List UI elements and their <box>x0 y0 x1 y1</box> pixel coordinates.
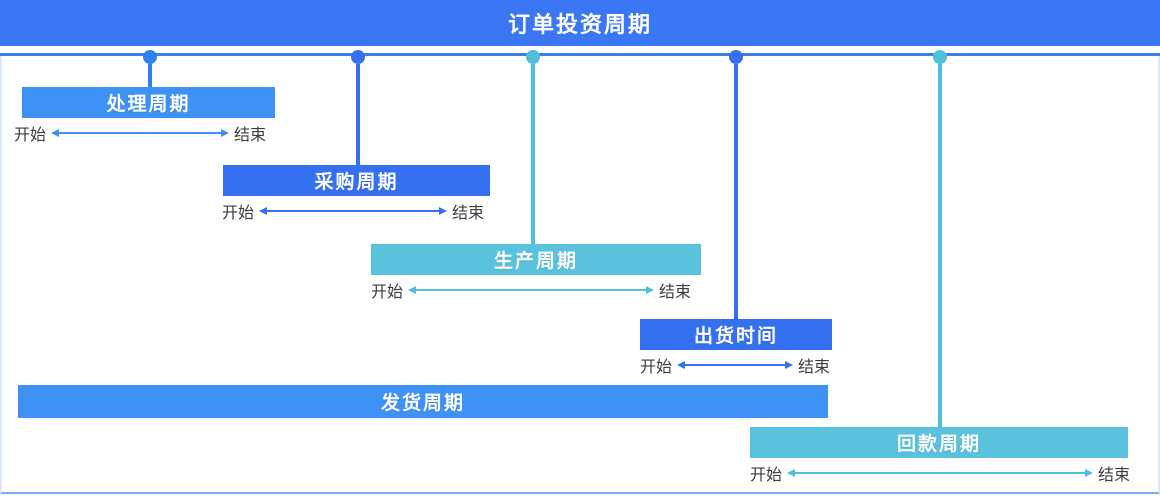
range-row: 开始 结束 <box>371 278 691 302</box>
timeline-connector <box>933 50 947 427</box>
timeline-connector <box>351 50 365 165</box>
cycle-bar: 出货时间 <box>640 319 832 350</box>
cycle-label: 发货周期 <box>380 393 465 414</box>
range-start-label: 开始 <box>750 467 783 484</box>
cycle-label: 采购周期 <box>314 172 399 193</box>
range-end-label: 结束 <box>658 284 691 301</box>
double-arrow-icon <box>677 361 793 369</box>
range-end-label: 结束 <box>233 127 266 144</box>
page-title: 订单投资周期 <box>507 12 652 37</box>
connector-stem <box>734 64 738 319</box>
double-arrow-icon <box>51 129 229 137</box>
connector-stem <box>531 64 535 244</box>
cycle-label: 处理周期 <box>106 94 191 115</box>
range-row: 开始 结束 <box>640 353 830 377</box>
timeline-dot-icon <box>351 50 365 64</box>
range-row: 开始 结束 <box>14 121 266 145</box>
timeline-axis <box>0 53 1160 56</box>
cycle-bar: 采购周期 <box>223 165 490 196</box>
range-end-label: 结束 <box>451 205 484 222</box>
timeline-connector <box>143 50 157 87</box>
timeline-connector <box>526 50 540 244</box>
timeline-connector <box>729 50 743 319</box>
double-arrow-icon <box>259 207 447 215</box>
diagram-frame <box>0 56 1160 494</box>
cycle-bar: 处理周期 <box>22 87 275 118</box>
double-arrow-icon <box>787 469 1093 477</box>
connector-stem <box>356 64 360 165</box>
range-start-label: 开始 <box>640 359 673 376</box>
timeline-dot-icon <box>933 50 947 64</box>
range-end-label: 结束 <box>1097 467 1130 484</box>
timeline-dot-icon <box>143 50 157 64</box>
range-start-label: 开始 <box>14 127 47 144</box>
double-arrow-icon <box>408 286 654 294</box>
cycle-bar: 生产周期 <box>371 244 701 275</box>
cycle-bar: 发货周期 <box>18 385 828 418</box>
cycle-label: 回款周期 <box>896 434 981 455</box>
range-row: 开始 结束 <box>222 199 484 223</box>
connector-stem <box>938 64 942 427</box>
timeline-dot-icon <box>526 50 540 64</box>
timeline-dot-icon <box>729 50 743 64</box>
range-row: 开始 结束 <box>750 461 1130 485</box>
cycle-label: 生产周期 <box>493 251 578 272</box>
cycle-label: 出货时间 <box>693 326 778 347</box>
range-start-label: 开始 <box>371 284 404 301</box>
range-start-label: 开始 <box>222 205 255 222</box>
range-end-label: 结束 <box>797 359 830 376</box>
cycle-bar: 回款周期 <box>750 427 1128 458</box>
connector-stem <box>148 64 152 87</box>
title-bar: 订单投资周期 <box>0 0 1160 46</box>
